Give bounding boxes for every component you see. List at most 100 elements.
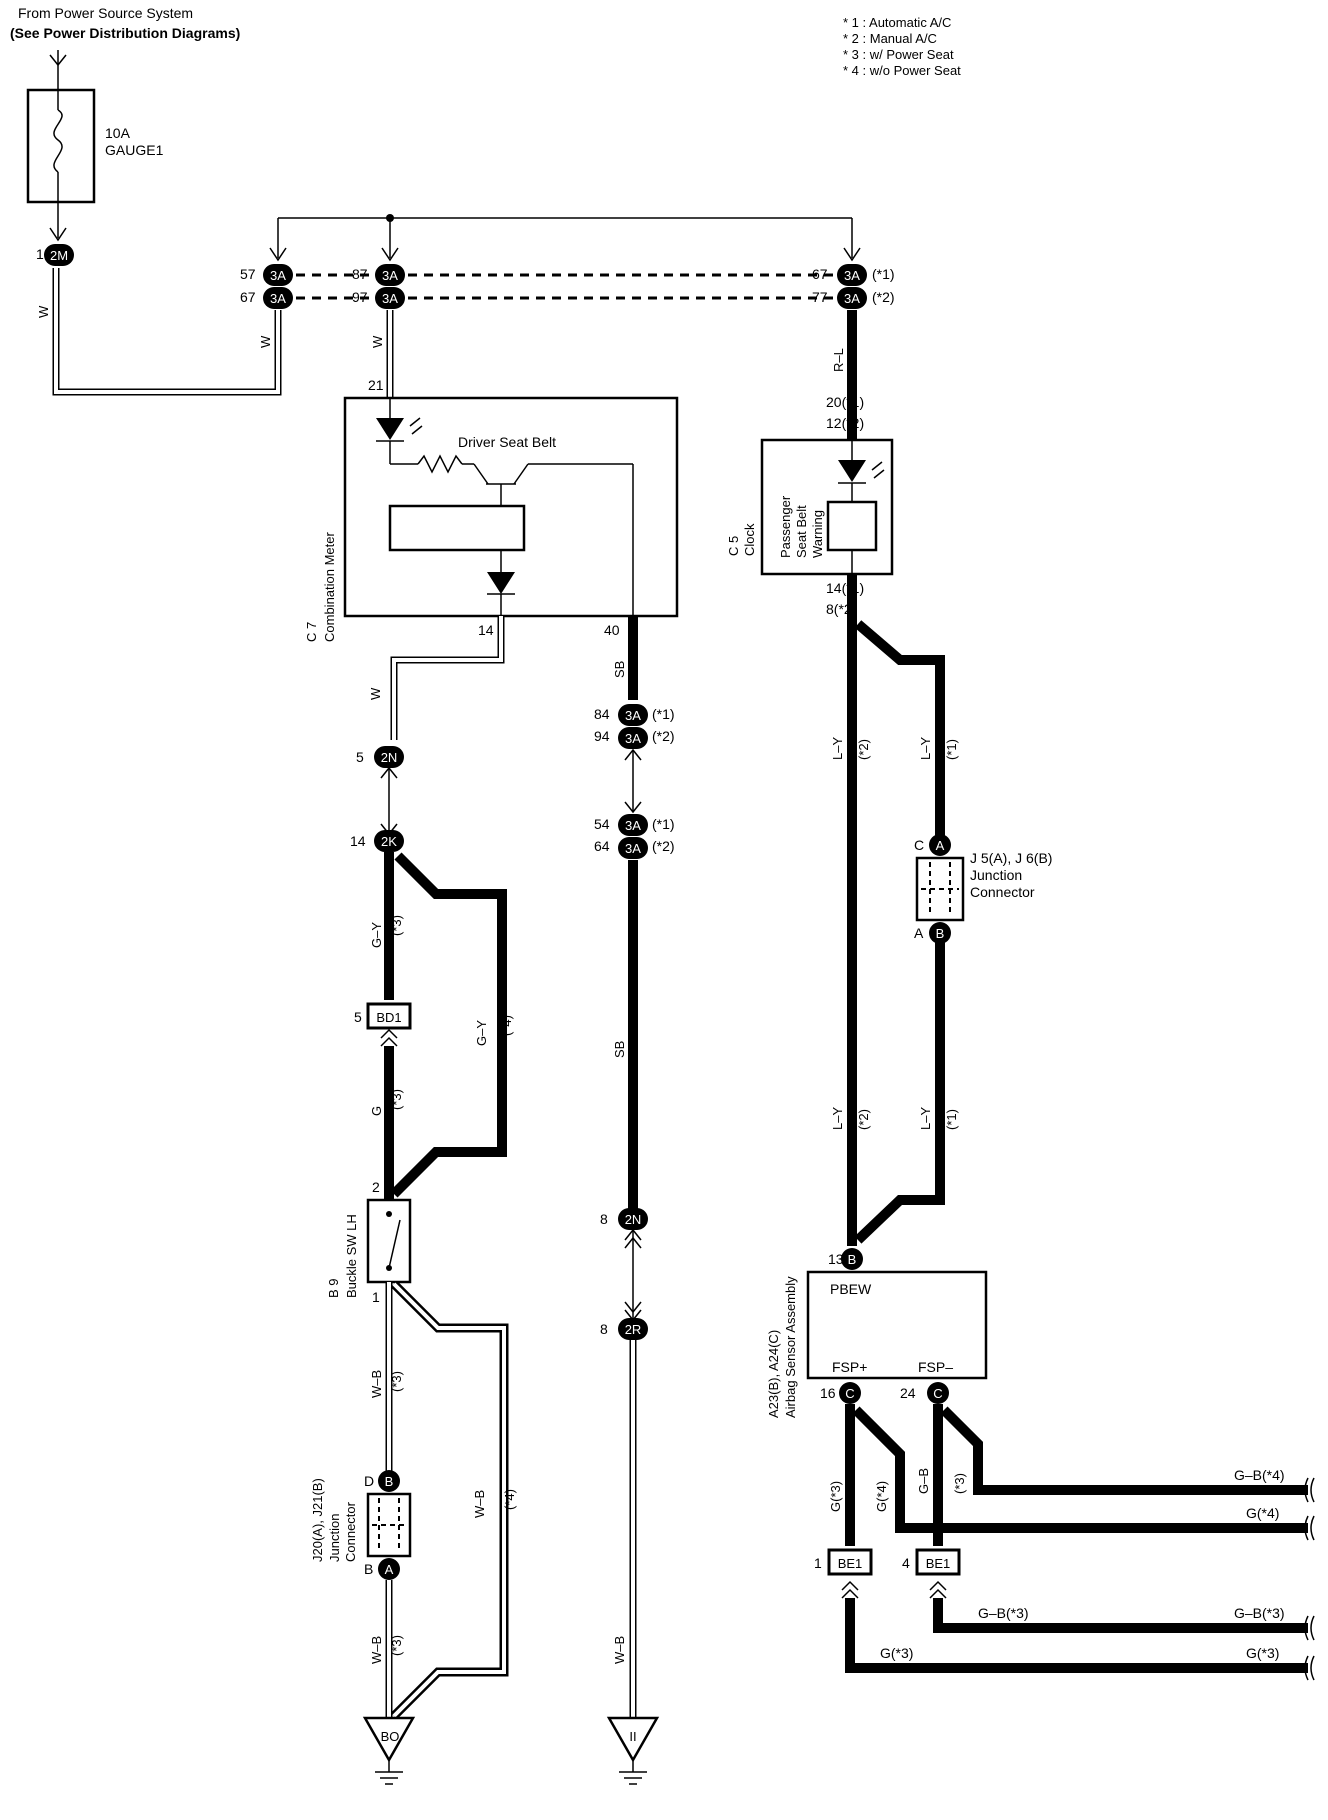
svg-text:94: 94 xyxy=(594,728,610,744)
ground-ii: II xyxy=(606,1716,660,1785)
svg-text:G–B(*4): G–B(*4) xyxy=(1234,1467,1285,1483)
led-icon xyxy=(838,460,866,482)
svg-text:(*2): (*2) xyxy=(856,1109,871,1130)
combination-meter: 21 Driver Seat Belt C 7 Combination Mete… xyxy=(304,377,679,642)
svg-text:G: G xyxy=(369,1106,384,1116)
connector-be1: 1 BE1 4 BE1 xyxy=(814,1548,961,1576)
svg-text:(*3): (*3) xyxy=(952,1473,967,1494)
svg-text:R–L: R–L xyxy=(831,348,846,372)
svg-text:G(*3): G(*3) xyxy=(828,1481,843,1512)
svg-text:B: B xyxy=(364,1561,373,1577)
wire-fsp: G(*3) G(*4) G–B (*3) G–B(*4) G(*4) xyxy=(828,1404,1308,1546)
svg-text:G–B(*3): G–B(*3) xyxy=(1234,1605,1285,1621)
connector-3a-clock: 67 77 3A 3A (*1) (*2) xyxy=(812,264,895,309)
wire-w-meter: W xyxy=(370,310,394,398)
svg-text:BE1: BE1 xyxy=(838,1556,863,1571)
wire-label: W xyxy=(36,305,51,318)
svg-text:8: 8 xyxy=(600,1321,608,1337)
wire-w-b-left: W–B (*3) W–B (*4) xyxy=(369,1280,517,1720)
connector-3a-left: 57 67 3A 3A xyxy=(240,264,293,309)
connector-2m: 1 2M xyxy=(36,244,74,266)
svg-text:(*3): (*3) xyxy=(389,1089,404,1110)
svg-text:2R: 2R xyxy=(625,1322,642,1337)
svg-text:L–Y: L–Y xyxy=(918,1107,933,1130)
ground-bo: BO xyxy=(362,1716,416,1785)
svg-text:Combination Meter: Combination Meter xyxy=(322,532,337,642)
svg-text:G(*4): G(*4) xyxy=(1246,1505,1279,1521)
svg-text:Clock: Clock xyxy=(742,523,757,556)
driver-seat-belt-label: Driver Seat Belt xyxy=(458,434,556,450)
connector-3a-meter: 87 97 3A 3A xyxy=(352,264,405,309)
svg-text:2N: 2N xyxy=(381,750,398,765)
svg-text:3A: 3A xyxy=(625,708,641,723)
svg-text:3A: 3A xyxy=(844,268,860,283)
svg-text:(*4): (*4) xyxy=(499,1015,514,1036)
svg-text:L–Y: L–Y xyxy=(830,1107,845,1130)
connector-2k: 14 2K xyxy=(350,830,404,852)
svg-text:G–Y: G–Y xyxy=(369,922,384,948)
svg-text:(*1): (*1) xyxy=(652,706,675,722)
svg-text:87: 87 xyxy=(352,266,368,282)
svg-text:(*1): (*1) xyxy=(944,1109,959,1130)
svg-text:8: 8 xyxy=(600,1211,608,1227)
svg-text:3A: 3A xyxy=(844,291,860,306)
clock-c5: Passenger Seat Belt Warning C 5 Clock 14… xyxy=(726,438,894,617)
svg-text:Buckle SW LH: Buckle SW LH xyxy=(344,1214,359,1298)
svg-text:67: 67 xyxy=(812,266,828,282)
svg-text:1: 1 xyxy=(36,246,44,262)
svg-text:Junction: Junction xyxy=(327,1514,342,1562)
svg-text:G–B: G–B xyxy=(916,1468,931,1494)
wire-break-marks xyxy=(1304,1477,1315,1681)
wire-sb: SB 84 94 3A 3A (*1) (*2) 54 64 3A 3A (*1… xyxy=(594,616,675,1718)
junction-connector-j5-j6: C A B A J 5(A), J 6(B) Junction Connecto… xyxy=(914,834,1052,944)
fuse-gauge1: 10A GAUGE1 xyxy=(26,50,164,242)
svg-text:4: 4 xyxy=(902,1555,910,1571)
svg-text:D: D xyxy=(364,1473,374,1489)
svg-text:12(*2): 12(*2) xyxy=(826,415,864,431)
svg-text:24: 24 xyxy=(900,1385,916,1401)
switch-icon xyxy=(388,1219,401,1269)
svg-text:67: 67 xyxy=(240,289,256,305)
svg-text:14: 14 xyxy=(478,622,494,638)
svg-text:5: 5 xyxy=(356,749,364,765)
arrow-down-icon xyxy=(49,227,67,242)
fuse-icon xyxy=(53,109,63,173)
svg-text:BE1: BE1 xyxy=(926,1556,951,1571)
wire-r-l: R–L 20(*1) 12(*2) xyxy=(826,310,864,440)
svg-text:54: 54 xyxy=(594,816,610,832)
svg-text:Warning: Warning xyxy=(810,510,825,558)
junction-connector-j20-j21: D B A B J20(A), J21(B) Junction Connecto… xyxy=(310,1470,412,1580)
svg-text:(*1): (*1) xyxy=(944,739,959,760)
svg-text:2: 2 xyxy=(372,1179,380,1195)
svg-text:Connector: Connector xyxy=(343,1501,358,1562)
svg-text:B: B xyxy=(385,1474,394,1489)
svg-text:5: 5 xyxy=(354,1009,362,1025)
svg-text:16: 16 xyxy=(820,1385,836,1401)
power-source-title: From Power Source System xyxy=(18,5,193,21)
diode-icon xyxy=(487,572,515,594)
svg-text:3A: 3A xyxy=(625,818,641,833)
svg-text:BD1: BD1 xyxy=(376,1010,401,1025)
svg-text:(*2): (*2) xyxy=(652,728,675,744)
svg-text:J 5(A), J 6(B): J 5(A), J 6(B) xyxy=(970,850,1052,866)
svg-text:3A: 3A xyxy=(270,268,286,283)
top-bus xyxy=(269,214,861,262)
svg-text:97: 97 xyxy=(352,289,368,305)
svg-text:BO: BO xyxy=(381,1729,400,1744)
svg-text:A: A xyxy=(385,1562,394,1577)
svg-text:FSP–: FSP– xyxy=(918,1359,953,1375)
svg-text:L–Y: L–Y xyxy=(918,737,933,760)
svg-text:C: C xyxy=(933,1386,942,1401)
svg-text:FSP+: FSP+ xyxy=(832,1359,867,1375)
svg-text:84: 84 xyxy=(594,706,610,722)
svg-text:W: W xyxy=(368,687,383,700)
connector-bd1: 5 BD1 xyxy=(354,1002,412,1030)
svg-text:B 9: B 9 xyxy=(326,1278,341,1298)
svg-text:14(*1): 14(*1) xyxy=(826,580,864,596)
svg-text:G(*3): G(*3) xyxy=(880,1645,913,1661)
svg-text:3A: 3A xyxy=(625,731,641,746)
svg-text:77: 77 xyxy=(812,289,828,305)
resistor-icon xyxy=(417,454,463,474)
svg-text:Junction: Junction xyxy=(970,867,1022,883)
